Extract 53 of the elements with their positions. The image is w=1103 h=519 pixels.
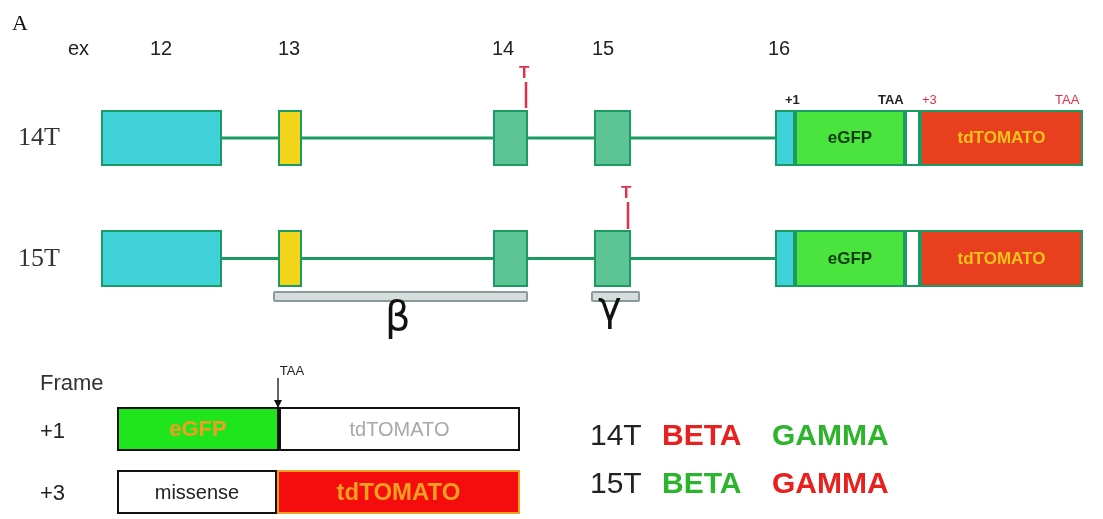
summary-word: BETA (662, 468, 742, 498)
exon-box (493, 230, 528, 287)
summary-word: GAMMA (772, 468, 889, 498)
exon-number: 16 (768, 38, 791, 58)
exon-box (493, 110, 528, 166)
exon-box (594, 230, 631, 287)
mutation-text: T (621, 184, 632, 201)
intron-line (302, 136, 493, 140)
exon-box (278, 230, 302, 287)
exon-box (101, 230, 222, 287)
codon-text: TAA (878, 93, 904, 106)
intron-line (631, 257, 775, 260)
exon-number: 15 (592, 38, 615, 58)
exon-box (775, 230, 795, 287)
frame-text: +1 (785, 93, 800, 106)
reporter-box: tdTOMATO (920, 110, 1083, 166)
intron-line (302, 257, 493, 260)
exon-box (594, 110, 631, 166)
intron-line (528, 136, 594, 140)
frame-box: eGFP (117, 407, 279, 451)
exon-box (101, 110, 222, 166)
exon-number: 12 (150, 38, 173, 58)
frame-box: tdTOMATO (277, 470, 520, 514)
frame-text: +1 (40, 420, 66, 442)
exon-number: 14 (492, 38, 515, 58)
reporter-box: eGFP (795, 230, 905, 287)
codon-text: TAA (272, 362, 312, 378)
row-label: 15T (590, 468, 642, 498)
axis-text: ex (68, 38, 90, 58)
exon-number: 13 (278, 38, 301, 58)
intron-line (222, 257, 278, 260)
leader-arrow (274, 377, 282, 408)
spacer-box (905, 110, 920, 166)
reporter-box: eGFP (795, 110, 905, 166)
heading-text: Frame (40, 372, 104, 394)
exon-box (775, 110, 795, 166)
summary-word: GAMMA (772, 420, 889, 450)
row-label: 14T (590, 420, 642, 450)
panel-letter: A (12, 12, 28, 34)
summary-word: BETA (662, 420, 742, 450)
reporter-box: tdTOMATO (920, 230, 1083, 287)
intron-line (631, 136, 775, 140)
intron-line (222, 136, 278, 140)
frame-box: missense (117, 470, 277, 514)
exon-box (278, 110, 302, 166)
row-label: 14T (18, 124, 60, 150)
frame-text: +3 (40, 482, 66, 504)
frame-box: tdTOMATO (279, 407, 520, 451)
mutation-text: T (519, 64, 530, 81)
row-label: 15T (18, 245, 60, 271)
spacer-box (905, 230, 920, 287)
intron-line (528, 257, 594, 260)
frame-text: +3 (922, 93, 937, 106)
